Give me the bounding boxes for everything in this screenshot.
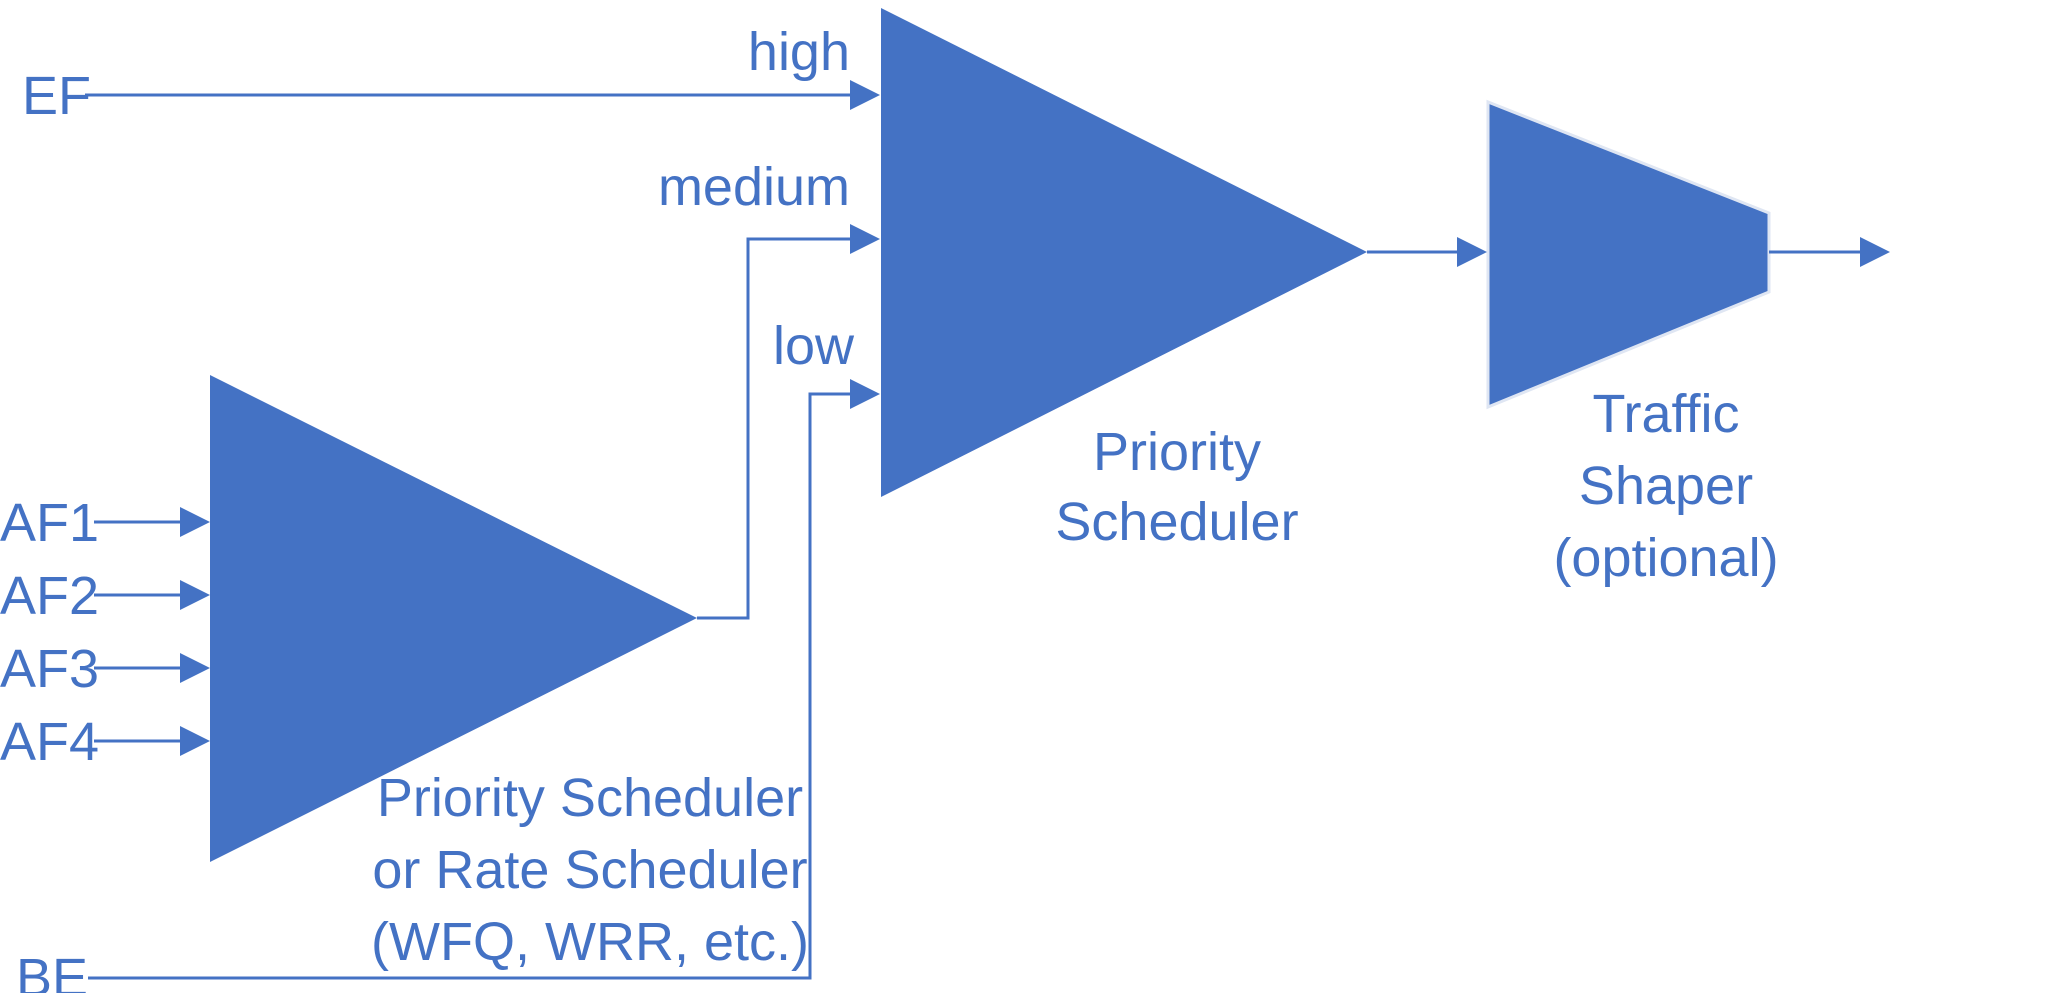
- af1-label: AF1: [0, 493, 99, 553]
- af-scheduler-block: [210, 375, 697, 862]
- af-scheduler-caption-line2: or Rate Scheduler: [372, 840, 807, 900]
- af4-label: AF4: [0, 712, 99, 772]
- be-connector: [88, 379, 880, 980]
- af3-label: AF3: [0, 639, 99, 699]
- traffic-shaper-caption-line2: Shaper: [1579, 456, 1753, 516]
- priority-scheduler-caption-line1: Priority: [1093, 422, 1261, 482]
- priority-scheduler-block: [881, 8, 1367, 497]
- be-label: BE: [16, 948, 88, 993]
- ef-label: EF: [22, 66, 91, 126]
- af-scheduler-output-connector: [697, 224, 880, 620]
- ef-connector: [85, 80, 880, 110]
- traffic-shaper-caption-line3: (optional): [1553, 528, 1778, 588]
- priority-scheduler-caption-line2: Scheduler: [1055, 492, 1298, 552]
- af2-connector: [94, 580, 210, 610]
- high-label: high: [748, 22, 850, 82]
- af-scheduler-caption-line3: (WFQ, WRR, etc.): [371, 912, 809, 972]
- af3-connector: [94, 653, 210, 683]
- traffic-shaper-block: [1486, 99, 1771, 410]
- scheduler-to-shaper-connector: [1367, 237, 1487, 267]
- medium-label: medium: [658, 157, 850, 217]
- af2-label: AF2: [0, 566, 99, 626]
- af4-connector: [94, 726, 210, 756]
- shaper-output-connector: [1769, 237, 1890, 267]
- low-label: low: [773, 316, 855, 376]
- traffic-shaper-caption-line1: Traffic: [1592, 384, 1739, 444]
- af1-connector: [94, 507, 210, 537]
- af-scheduler-caption-line1: Priority Scheduler: [377, 768, 803, 828]
